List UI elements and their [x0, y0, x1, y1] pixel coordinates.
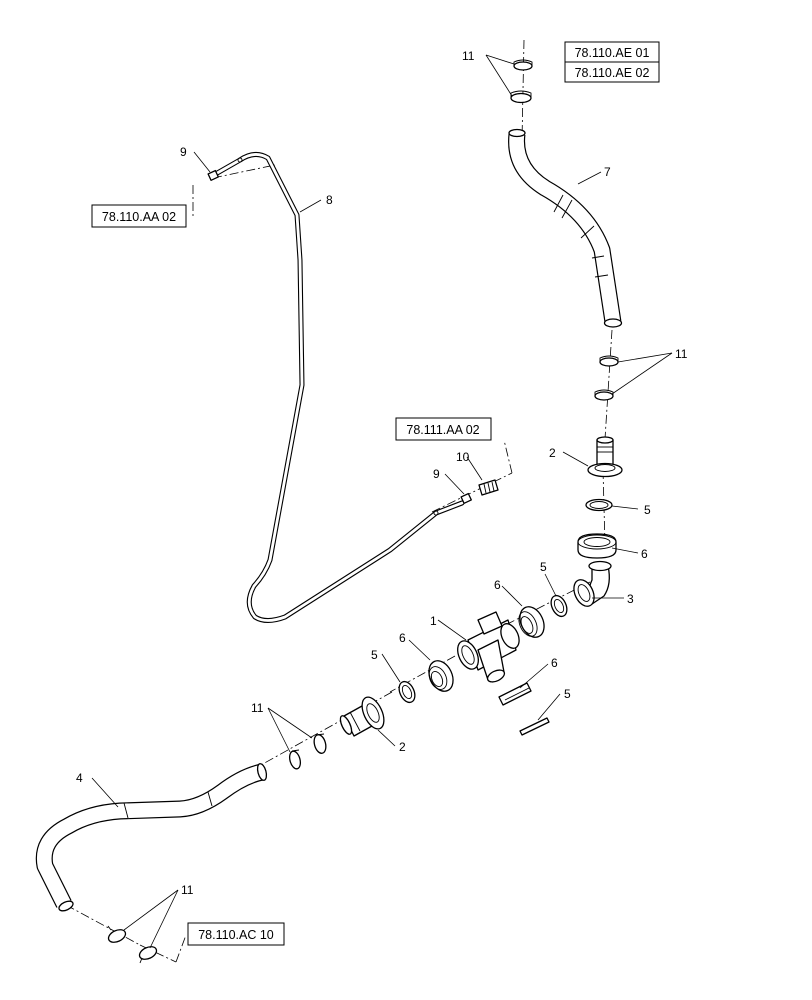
nut-part-9-top: [207, 169, 219, 181]
label-part-11[interactable]: 11: [251, 701, 264, 715]
label-part-11[interactable]: 11: [462, 49, 475, 63]
clamp-part-11-b: [510, 90, 532, 104]
label-part-1[interactable]: 1: [430, 614, 437, 628]
ring-part-5-upper: [585, 498, 613, 512]
label-part-2[interactable]: 2: [399, 740, 406, 754]
fitting-part-10: [478, 479, 499, 496]
label-part-8[interactable]: 8: [326, 193, 333, 207]
label-part-6[interactable]: 6: [641, 547, 648, 561]
clamp-part-11-c: [599, 355, 619, 367]
ring-part-5-left: [398, 680, 416, 704]
label-part-11[interactable]: 11: [181, 883, 194, 897]
reference-text: 78.110.AA 02: [102, 210, 176, 224]
hose-part-7: [508, 128, 623, 328]
metal-line-part-8: [209, 152, 465, 623]
adapter-part-2-lower: [339, 696, 385, 737]
nut-part-6-lower: [498, 682, 532, 706]
tee-valve-part-1: [457, 611, 520, 683]
clamp-part-11-d: [594, 389, 614, 401]
label-part-5[interactable]: 5: [540, 560, 547, 574]
clamp-part-11-e: [288, 749, 302, 770]
label-part-5[interactable]: 5: [644, 503, 651, 517]
label-part-3[interactable]: 3: [627, 592, 634, 606]
label-part-6[interactable]: 6: [494, 578, 501, 592]
label-part-6[interactable]: 6: [551, 656, 558, 670]
nut-part-6-left: [428, 660, 454, 692]
elbow-part-3: [573, 560, 612, 607]
part-number-labels: 11 7 11 8 9 2 5 6 3 5 6 1 6 5 6 5 2 11 4…: [76, 49, 688, 897]
leader-lines: [91, 54, 673, 949]
ring-part-5-right: [550, 594, 568, 618]
nut-part-6-upper: [577, 533, 617, 559]
reference-box-aa111[interactable]: 78.111.AA 02: [395, 417, 492, 441]
clamp-part-11-h: [138, 946, 158, 964]
reference-text: 78.111.AA 02: [406, 423, 479, 437]
ring-part-5-lower: [519, 717, 550, 736]
label-part-10[interactable]: 10: [456, 450, 470, 464]
nut-part-9-right: [460, 492, 472, 504]
adapter-part-2-upper: [587, 436, 623, 478]
label-part-2[interactable]: 2: [549, 446, 556, 460]
reference-box-ae02[interactable]: 78.110.AE 02: [564, 61, 660, 83]
clamp-part-11-f: [313, 733, 327, 754]
reference-box-ae01[interactable]: 78.110.AE 01: [564, 41, 660, 63]
label-part-11[interactable]: 11: [675, 347, 688, 361]
label-part-9[interactable]: 9: [180, 145, 187, 159]
nut-part-6-right: [518, 606, 545, 638]
reference-box-ac10[interactable]: 78.110.AC 10: [187, 922, 285, 946]
clamp-part-11-a: [513, 59, 533, 71]
clamp-part-11-g: [107, 925, 127, 943]
label-part-9[interactable]: 9: [433, 467, 440, 481]
reference-text: 78.110.AE 01: [575, 46, 650, 60]
label-part-7[interactable]: 7: [604, 165, 611, 179]
hose-part-4: [35, 763, 268, 912]
reference-box-aa02[interactable]: 78.110.AA 02: [91, 204, 187, 228]
reference-text: 78.110.AE 02: [575, 66, 650, 80]
label-part-6[interactable]: 6: [399, 631, 406, 645]
reference-text: 78.110.AC 10: [198, 928, 274, 942]
label-part-5[interactable]: 5: [371, 648, 378, 662]
label-part-4[interactable]: 4: [76, 771, 83, 785]
label-part-5[interactable]: 5: [564, 687, 571, 701]
